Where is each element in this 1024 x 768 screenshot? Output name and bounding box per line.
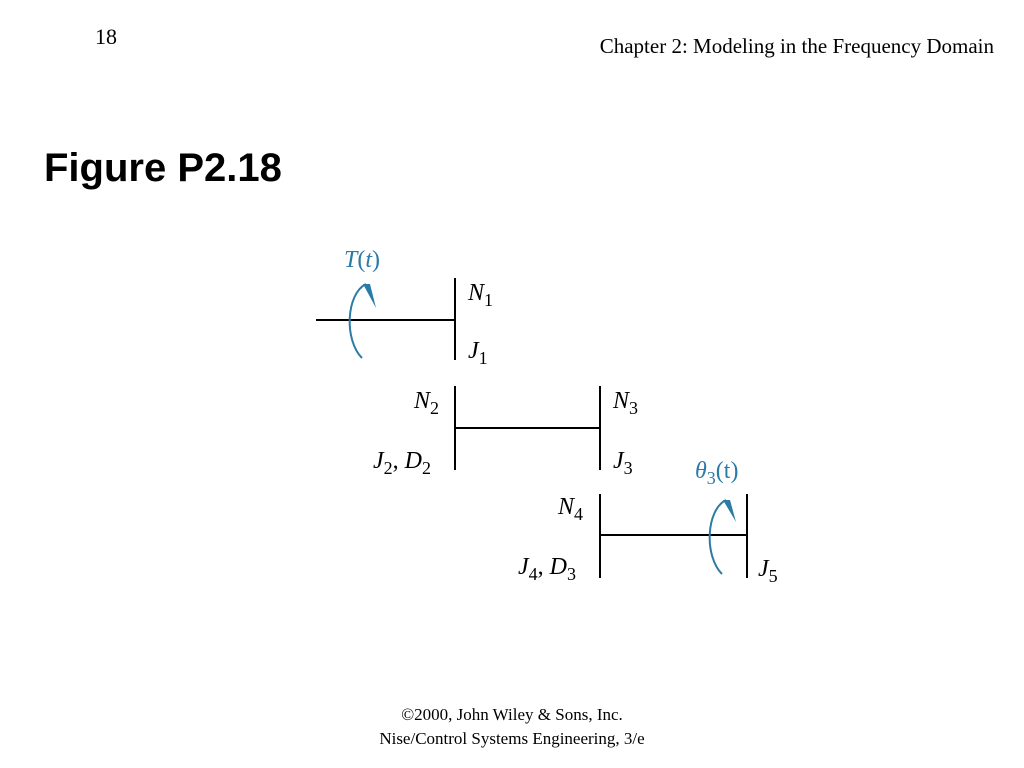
- label-n2: N2: [413, 388, 439, 418]
- label-j5: J5: [758, 556, 778, 586]
- torque-arrowhead: [363, 284, 376, 308]
- label-j1: J1: [468, 338, 488, 368]
- label-n1: N1: [467, 280, 493, 310]
- label-j3: J3: [613, 448, 633, 478]
- figure-title: Figure P2.18: [44, 146, 282, 190]
- label-j4-d3: J4, D3: [518, 554, 576, 584]
- chapter-title: Chapter 2: Modeling in the Frequency Dom…: [599, 34, 994, 58]
- page-number: 18: [95, 24, 117, 49]
- label-n4: N4: [557, 494, 583, 524]
- label-n3: N3: [612, 388, 638, 418]
- torque-arrow: [348, 283, 367, 359]
- theta3-arrow: [708, 499, 727, 575]
- torque-label: T(t): [344, 247, 380, 273]
- footer-book: Nise/Control Systems Engineering, 3/e: [379, 729, 645, 748]
- footer-copyright: ©2000, John Wiley & Sons, Inc.: [401, 705, 623, 724]
- theta3-arrowhead: [723, 500, 736, 522]
- theta3-label: θ3(t): [695, 458, 738, 488]
- label-j2-d2: J2, D2: [373, 448, 431, 478]
